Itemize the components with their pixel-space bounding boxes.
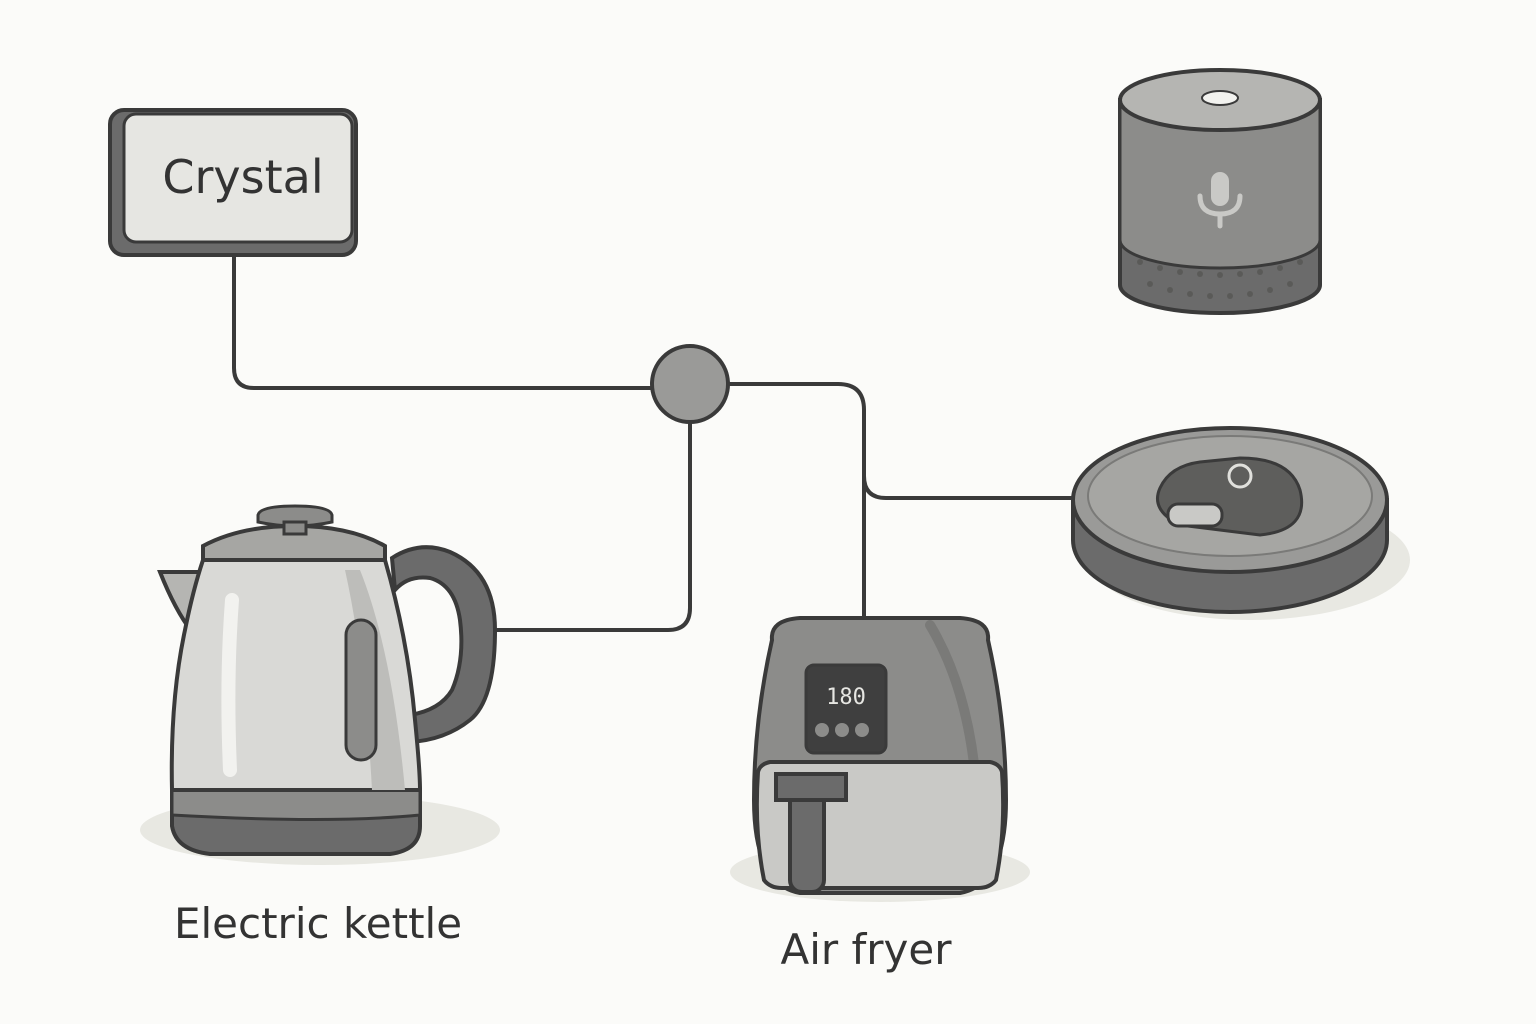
connector-crystal-hub <box>232 252 654 390</box>
kettle-water-window <box>344 618 378 762</box>
microphone-icon <box>1197 172 1243 229</box>
vacuum-power-button[interactable] <box>1227 463 1253 489</box>
crystal-button-label: Crystal <box>162 150 323 204</box>
electric-kettle-icon[interactable]: Electric kettle <box>140 504 500 948</box>
connector-lines <box>232 252 1076 632</box>
robot-vacuum-icon[interactable] <box>1071 426 1410 620</box>
air-fryer-icon[interactable]: 180 Air fryer <box>730 616 1030 974</box>
kettle-label: Electric kettle <box>174 899 462 948</box>
connector-branch-vacuum <box>862 474 1076 500</box>
connector-hub-branch <box>727 382 866 622</box>
speaker-top-light <box>1201 90 1239 106</box>
connector-hub-kettle <box>492 422 692 632</box>
smart-speaker-icon[interactable] <box>1118 68 1322 315</box>
air-fryer-button-1[interactable] <box>815 723 829 737</box>
air-fryer-display: 180 <box>826 685 866 710</box>
speaker-grille <box>1137 259 1303 299</box>
vacuum-home-button[interactable] <box>1166 502 1224 528</box>
crystal-button[interactable]: Crystal <box>108 108 358 257</box>
hub-node[interactable] <box>650 344 730 424</box>
air-fryer-button-2[interactable] <box>835 723 849 737</box>
air-fryer-button-3[interactable] <box>855 723 869 737</box>
air-fryer-label: Air fryer <box>780 925 952 974</box>
